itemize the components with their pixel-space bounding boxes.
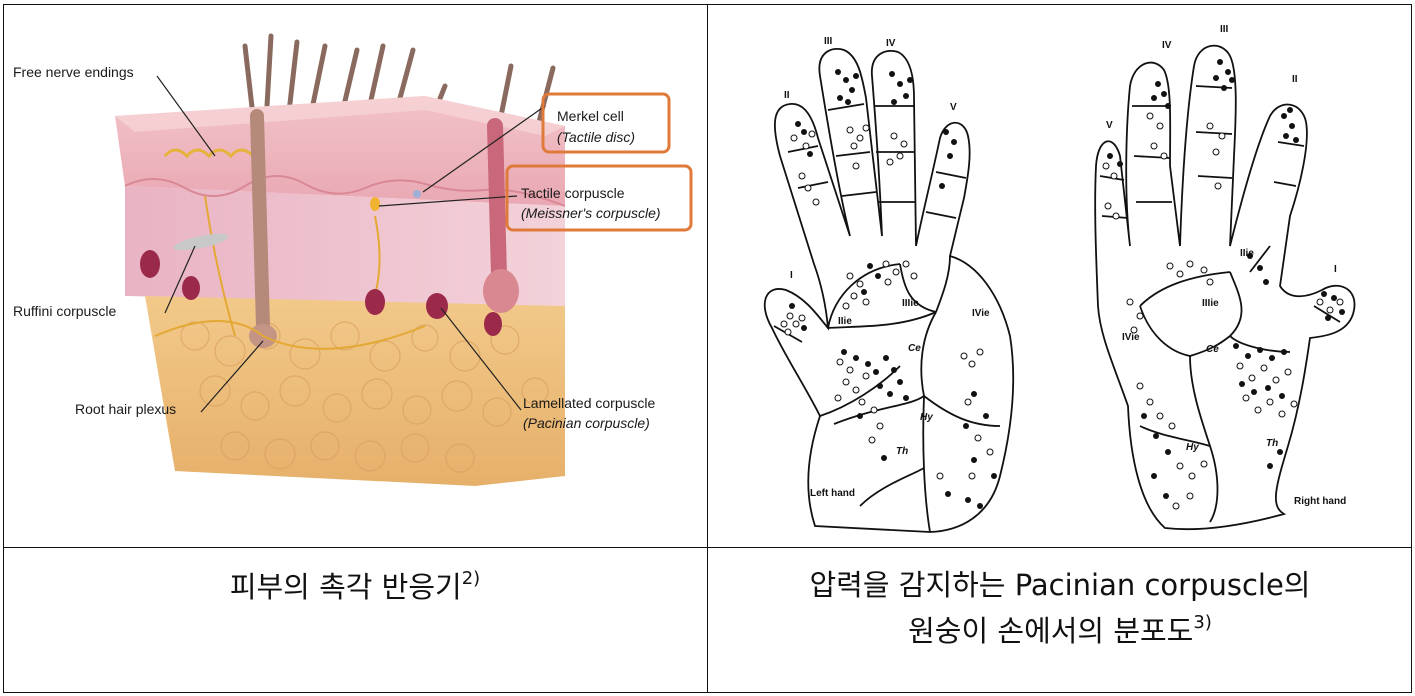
- left-finger-i: I: [790, 270, 793, 281]
- right-finger-iv: IV: [1162, 40, 1172, 51]
- right-hand-title: Right hand: [1294, 496, 1346, 507]
- left-caption-text: 피부의 촉각 반응기: [229, 570, 462, 604]
- label-root-hair-plexus: Root hair plexus: [75, 401, 176, 417]
- right-caption-ref: 3): [1193, 612, 1212, 633]
- label-ruffini-corpuscle: Ruffini corpuscle: [13, 303, 116, 319]
- left-region-iiiie: IIIie: [902, 298, 919, 309]
- label-merkel-cell: Merkel cell: [557, 108, 624, 124]
- row-divider: [3, 547, 1412, 548]
- label-lamellated-corpuscle-alt: (Pacinian corpuscle): [523, 415, 650, 431]
- label-tactile-corpuscle-alt: (Meissner's corpuscle): [521, 205, 661, 221]
- label-free-nerve-endings: Free nerve endings: [13, 64, 134, 80]
- column-divider: [707, 4, 708, 693]
- label-lamellated-corpuscle: Lamellated corpuscle: [523, 395, 656, 411]
- right-finger-iii: III: [1220, 24, 1229, 35]
- dermis-layer: [125, 186, 565, 306]
- left-region-th: Th: [896, 446, 908, 457]
- pacinian-corpuscles: [140, 250, 502, 336]
- left-finger-iii: III: [824, 36, 833, 47]
- label-merkel-cell-alt: (Tactile disc): [557, 129, 635, 145]
- right-region-iiiie: IIIie: [1202, 298, 1219, 309]
- left-region-ce: Ce: [908, 343, 921, 354]
- left-hand-outline: [763, 48, 1015, 533]
- meissner-highlight-box: [505, 164, 693, 232]
- merkel-highlight-box: [541, 92, 671, 154]
- right-finger-i: I: [1334, 264, 1337, 275]
- left-region-hy: Hy: [920, 412, 933, 423]
- right-caption: 압력을 감지하는 Pacinian corpuscle의 원숭이 손에서의 분포…: [710, 566, 1410, 650]
- right-finger-ii: II: [1292, 74, 1298, 85]
- left-finger-iv: IV: [886, 38, 896, 49]
- right-caption-line2: 원숭이 손에서의 분포도: [908, 614, 1194, 648]
- right-region-hy: Hy: [1186, 442, 1199, 453]
- left-finger-v: V: [950, 102, 957, 113]
- left-caption-ref: 2): [461, 568, 481, 589]
- left-caption: 피부의 촉각 반응기2): [5, 560, 705, 606]
- right-region-ce: Ce: [1206, 344, 1219, 355]
- right-region-ivie: IVie: [1122, 332, 1140, 343]
- right-region-th: Th: [1266, 438, 1278, 449]
- subcutaneous-fat-layer: [145, 296, 565, 486]
- left-finger-ii: II: [784, 90, 790, 101]
- label-tactile-corpuscle: Tactile corpuscle: [521, 185, 625, 201]
- skin-receptor-illustration: Free nerve endings Merkel cell (Tactile …: [13, 33, 693, 486]
- right-finger-v: V: [1106, 120, 1113, 131]
- open-circle-dots: [780, 112, 1344, 510]
- right-hand-outline: [1094, 44, 1356, 531]
- left-hand-title: Left hand: [810, 488, 855, 499]
- right-caption-line1: 압력을 감지하는 Pacinian corpuscle의: [809, 568, 1311, 602]
- left-region-ivie: IVie: [972, 308, 990, 319]
- filled-dots: [789, 59, 1345, 509]
- hand-distribution-diagram: I II III IV V IIie IIIie IVie Ce Hy Th L…: [763, 24, 1356, 533]
- left-region-iiie: IIie: [838, 316, 852, 327]
- right-region-iiie: IIie: [1240, 248, 1254, 259]
